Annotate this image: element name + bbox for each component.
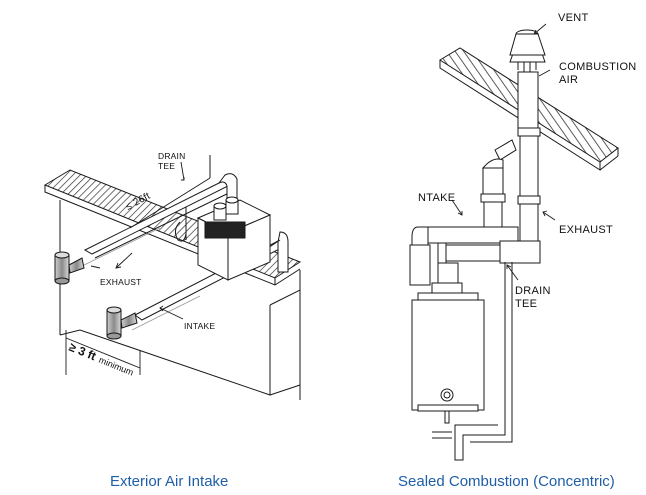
appliance [174, 155, 272, 281]
vent-label: VENT [558, 12, 589, 24]
left-exhaust-label: EXHAUST [100, 277, 142, 287]
right-exhaust-label: EXHAUST [559, 224, 614, 236]
left-dimensions [65, 161, 211, 375]
right-intake-label: NTAKE [418, 192, 456, 204]
left-intake-label: INTAKE [184, 321, 216, 331]
vent-cap [509, 29, 546, 133]
right-drain-label-line1: DRAIN [515, 285, 551, 297]
right-pipes [409, 127, 541, 461]
combustion-label-line2: AIR [559, 74, 579, 86]
combustion-label-line1: COMBUSTION [559, 61, 637, 73]
drain-tee-label-line1: DRAIN [158, 151, 186, 161]
right-arrows [451, 23, 556, 281]
right-drain-label-line2: TEE [515, 298, 538, 310]
exterior-terminations [54, 251, 138, 340]
drain-tee-label-line2: TEE [158, 161, 176, 171]
right-caption: Sealed Combustion (Concentric) [398, 473, 615, 490]
left-caption: Exterior Air Intake [110, 473, 229, 490]
